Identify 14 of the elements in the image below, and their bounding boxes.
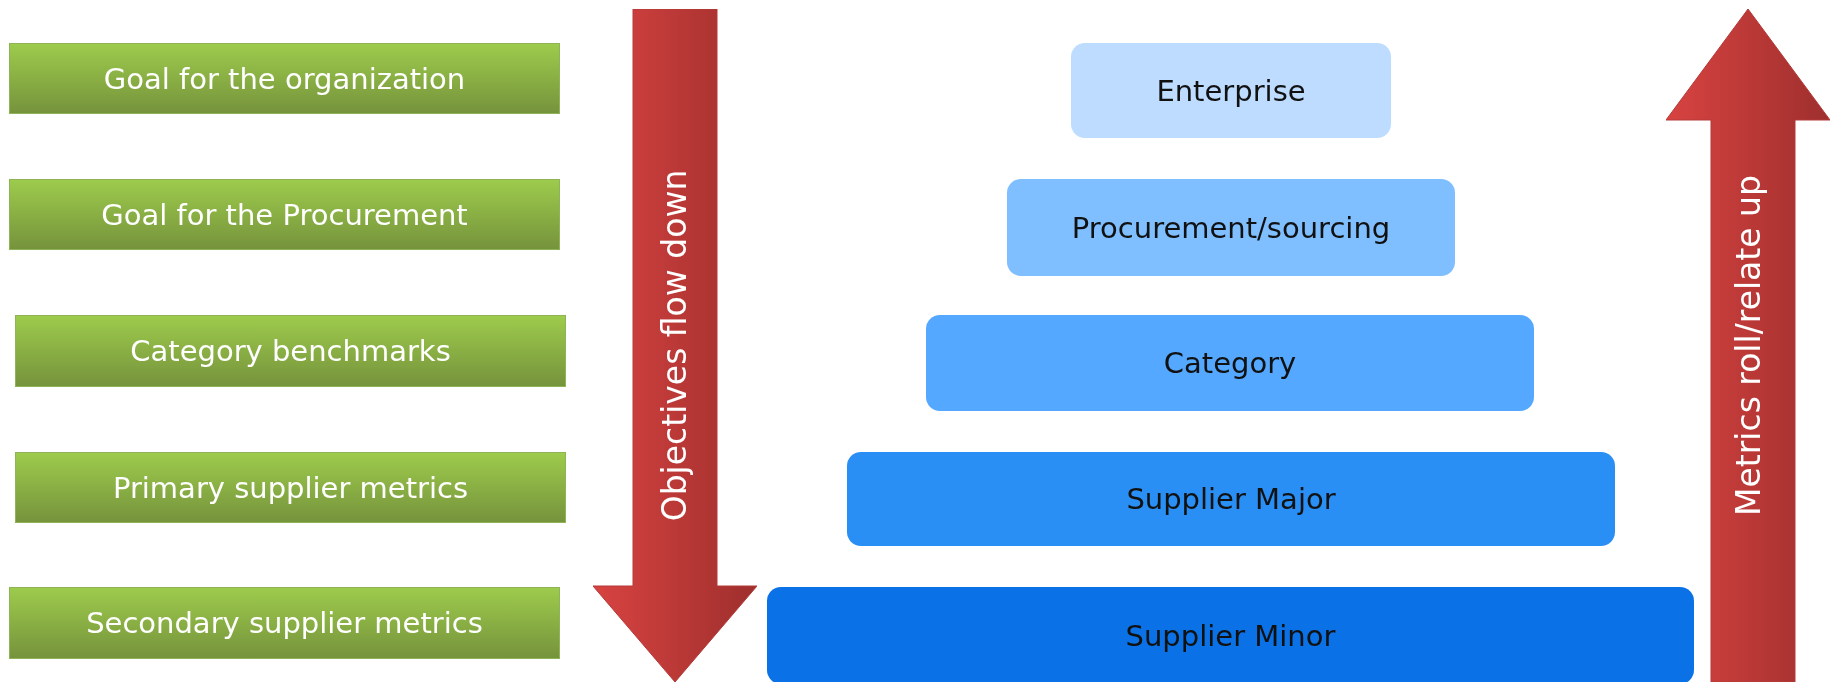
level-box: Procurement/sourcing (1007, 179, 1455, 276)
goal-box: Primary supplier metrics (15, 452, 566, 523)
down-block-arrow (593, 9, 757, 682)
level-box: Enterprise (1071, 43, 1391, 138)
level-box: Category (926, 315, 1534, 411)
up-block-arrow (1666, 9, 1830, 682)
level-box: Supplier Minor (767, 587, 1694, 682)
goal-box: Goal for the organization (9, 43, 560, 114)
goal-box: Goal for the Procurement (9, 179, 560, 250)
level-box: Supplier Major (847, 452, 1615, 546)
goal-box: Category benchmarks (15, 315, 566, 387)
arrow-label: Metrics roll/relate up (1728, 175, 1768, 516)
goal-box: Secondary supplier metrics (9, 587, 560, 659)
arrow-label: Objectives flow down (655, 169, 695, 522)
